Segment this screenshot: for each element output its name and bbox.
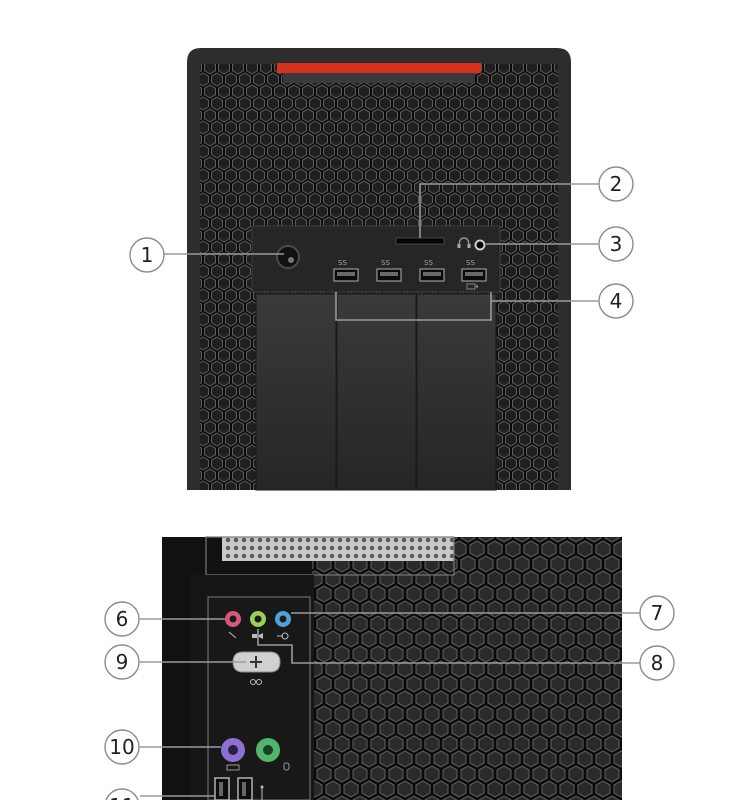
serial-port[interactable] [232,651,281,673]
svg-text:11: 11 [109,794,134,800]
mouse-icon [283,762,290,771]
callout-3: 3 [598,226,634,262]
rear-usb-port-2[interactable] [237,777,253,800]
svg-text:1: 1 [141,243,154,267]
usb-ss-icons: SS SS SS SS [338,259,475,267]
svg-text:4: 4 [610,289,623,313]
callout-7: 7 [639,595,675,631]
drive-bay-2 [336,293,417,491]
callout-9: 9 [104,644,140,680]
front-usb-port-2[interactable] [376,268,402,282]
usb-icon [260,785,264,800]
line-in-jack[interactable] [275,611,291,627]
callout-10: 10 [104,729,140,765]
callout-8: 8 [639,645,675,681]
microphone-jack[interactable] [225,611,241,627]
svg-text:8: 8 [651,651,664,675]
ps2-mouse-port[interactable] [256,738,280,762]
svg-text:SS: SS [338,259,347,267]
media-card-reader-slot[interactable] [395,237,445,245]
svg-text:6: 6 [116,607,129,631]
svg-text:9: 9 [116,650,129,674]
psu-grill [222,537,454,561]
drive-bay-1 [255,293,337,491]
callout-11: 11 [105,788,139,800]
svg-text:SS: SS [424,259,433,267]
line-out-jack[interactable] [250,611,266,627]
callout-6: 6 [104,601,140,637]
headset-icon [457,237,471,248]
svg-text:SS: SS [466,259,475,267]
keyboard-icon [226,764,240,771]
serial-icon [250,679,262,685]
rear-io-shield [207,596,311,800]
front-view: SS SS SS SS [129,48,634,491]
drive-bay-3 [416,293,497,491]
front-usb-port-4[interactable] [461,268,487,282]
svg-text:3: 3 [610,232,623,256]
callout-1: 1 [129,237,165,273]
front-usb-port-3[interactable] [419,268,445,282]
svg-text:10: 10 [109,735,134,759]
svg-text:2: 2 [610,172,623,196]
rear-mesh-panel [312,537,622,800]
front-usb-port-1[interactable] [333,268,359,282]
headset-jack[interactable] [474,239,486,251]
carry-handle [277,63,481,73]
svg-text:SS: SS [381,259,390,267]
power-button[interactable] [276,245,300,269]
ps2-keyboard-port[interactable] [221,738,245,762]
rear-view: 6 7 8 9 10 11 [104,536,675,800]
svg-text:7: 7 [651,601,664,625]
rear-usb-port-1[interactable] [214,777,230,800]
charging-icon [466,283,478,290]
callout-2: 2 [598,166,634,202]
callout-4: 4 [598,283,634,319]
